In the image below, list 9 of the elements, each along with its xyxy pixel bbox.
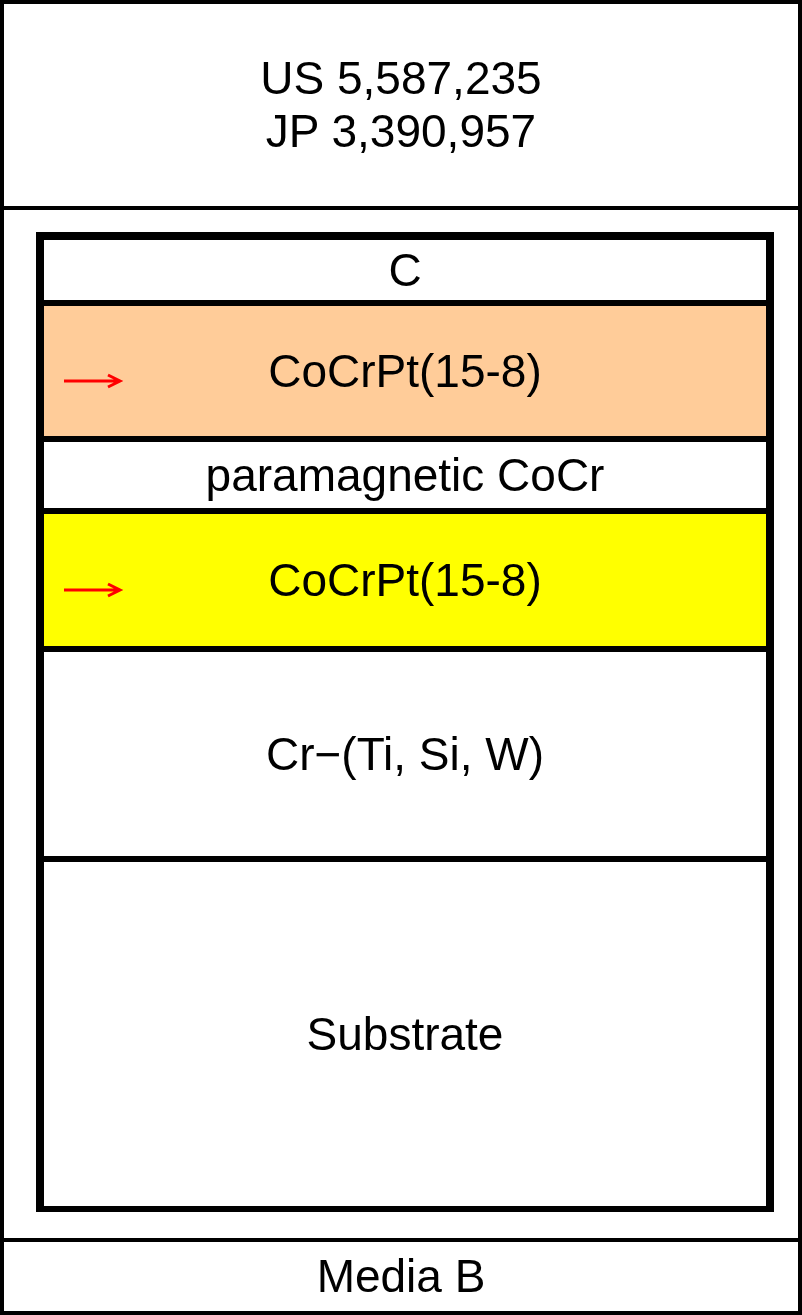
layer-label: C	[388, 243, 422, 297]
layer-label: paramagnetic CoCr	[205, 448, 605, 502]
layer-label: Substrate	[306, 1007, 504, 1061]
layer-label: CoCrPt(15-8)	[268, 553, 542, 607]
layer-label: Cr−(Ti, Si, W)	[265, 727, 545, 781]
box-text: US 5,587,235	[260, 52, 542, 105]
box-text: Media B	[316, 1250, 486, 1303]
box-text: JP 3,390,957	[265, 105, 537, 158]
layer-label: CoCrPt(15-8)	[268, 344, 542, 398]
